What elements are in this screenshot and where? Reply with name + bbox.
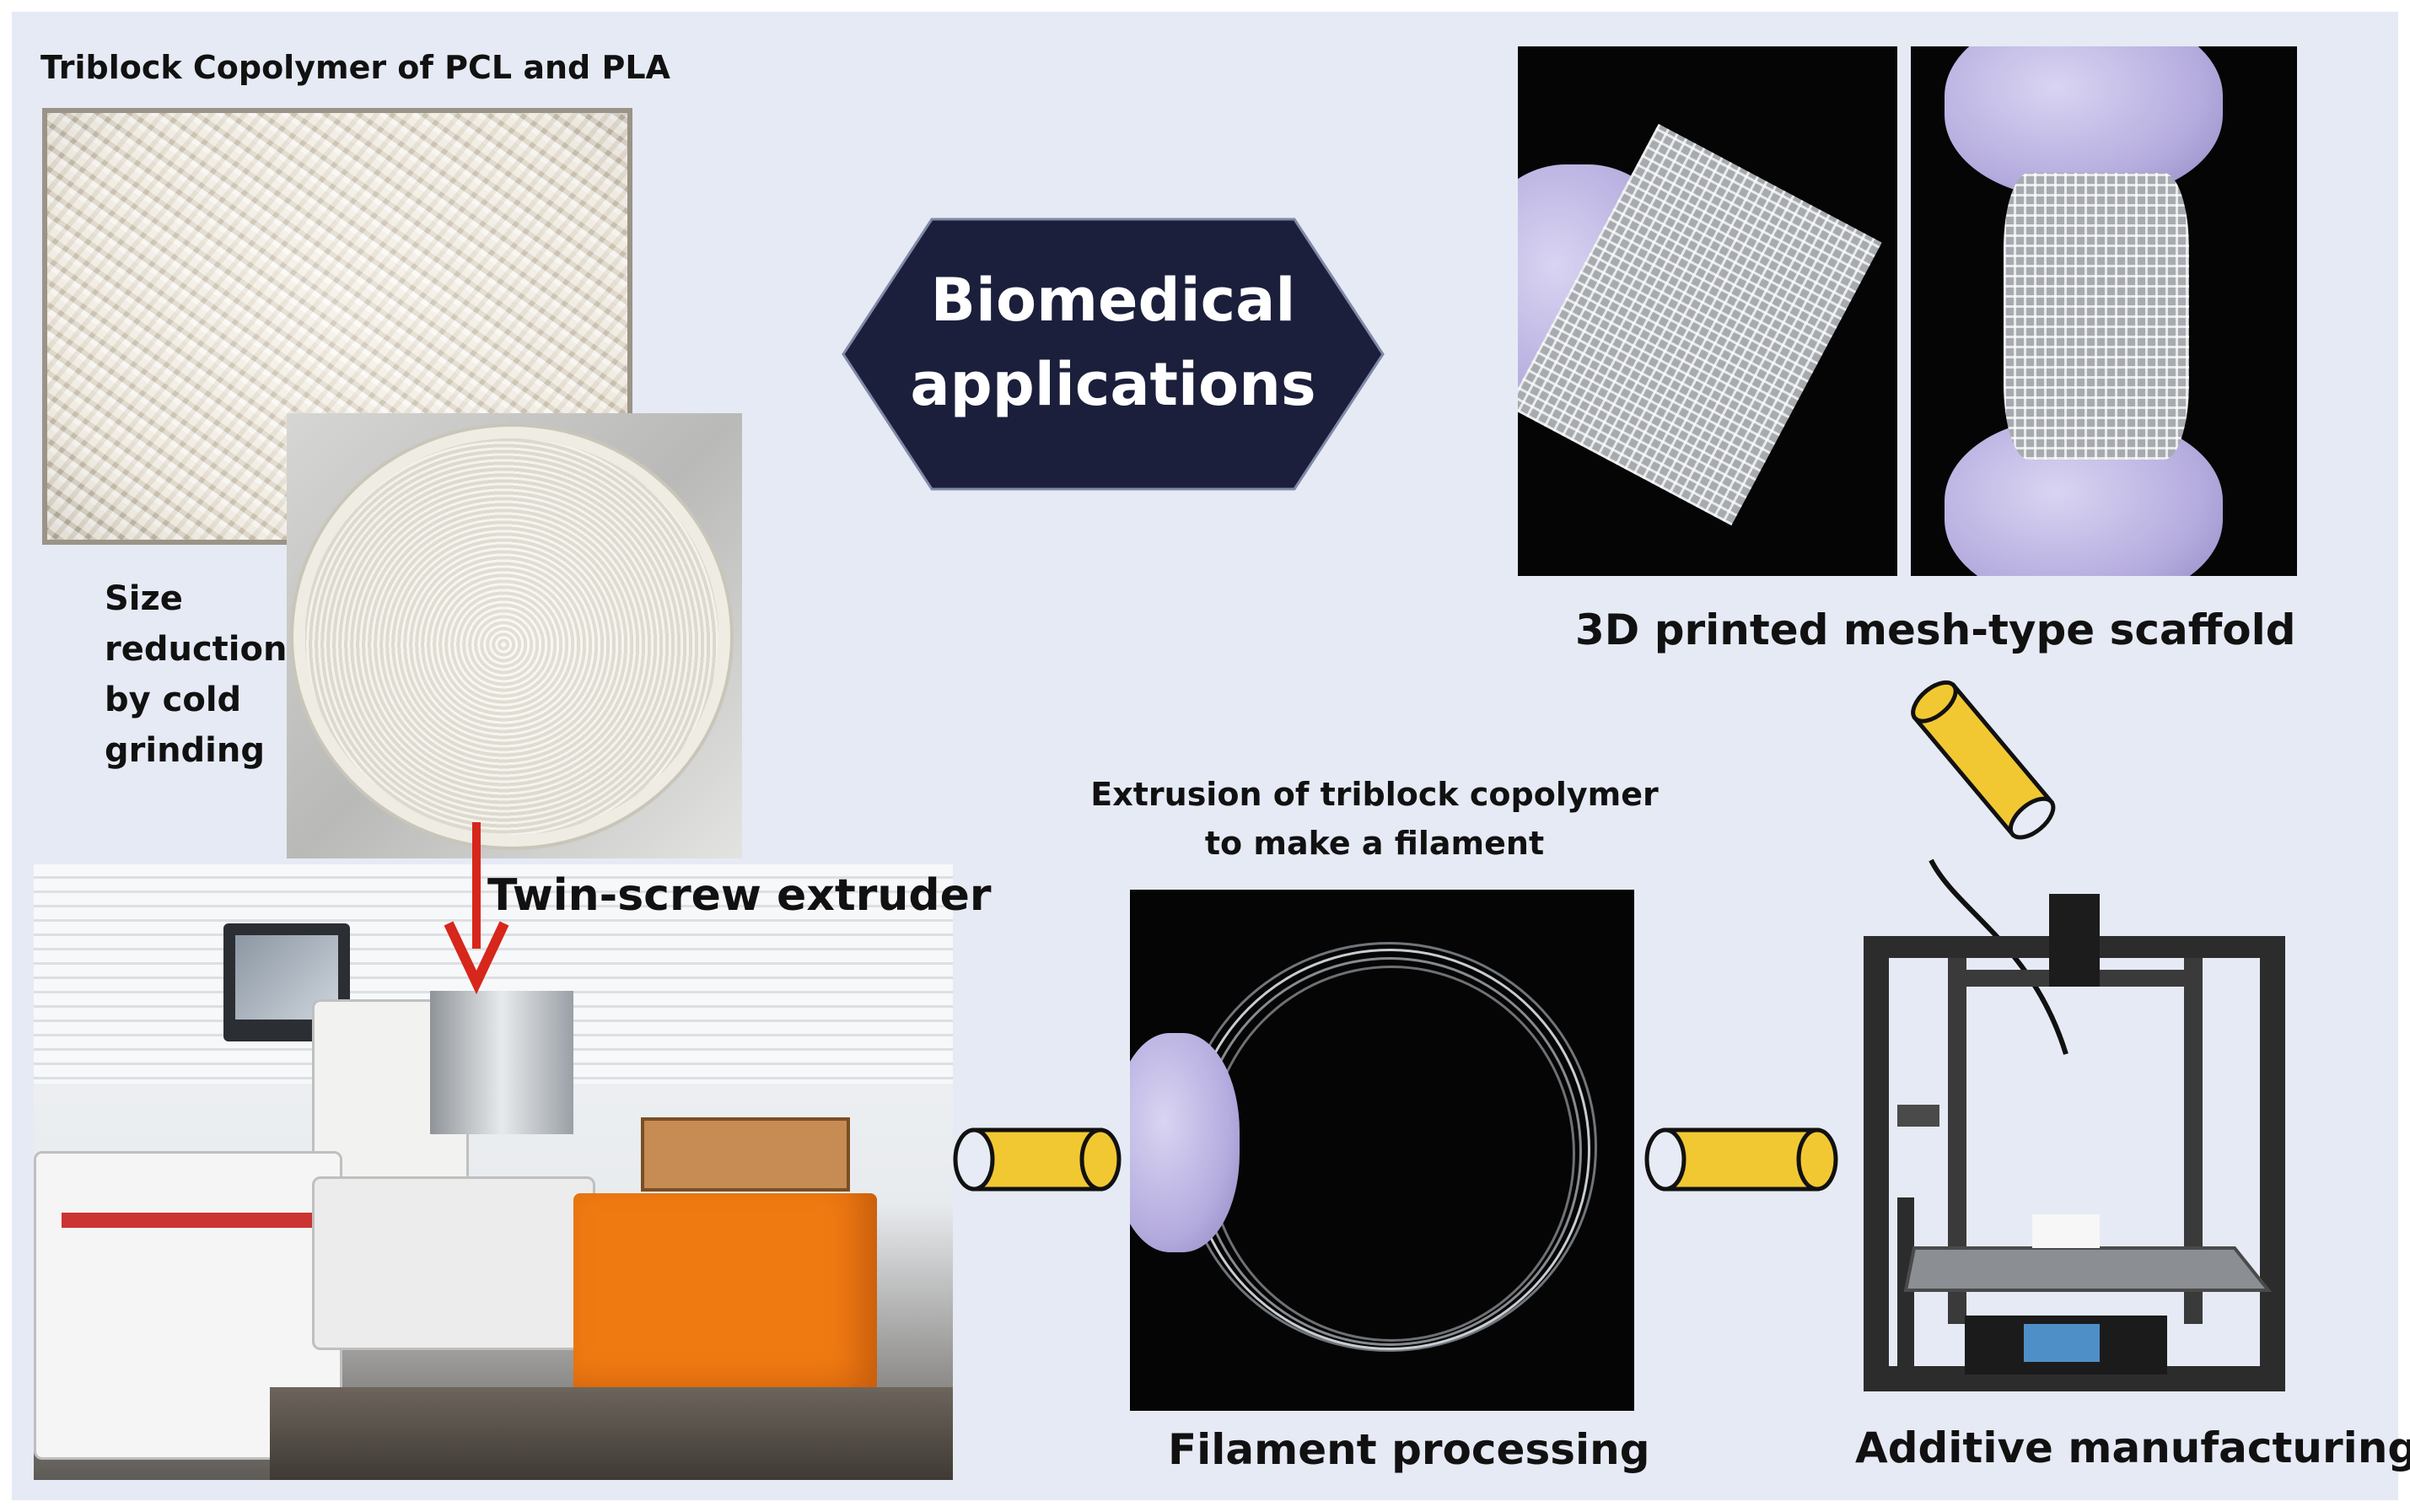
ground-powder-photo [287,413,742,858]
bent-scaffold-photo [1911,46,2297,576]
extruder-barrel [573,1193,877,1404]
bent-mesh [2004,173,2189,460]
extrusion-caption-line-2: to make a filament [1204,825,1545,862]
additive-manufacturing-label: Additive manufacturing [1855,1423,2410,1472]
size-reduction-line-1: Size [105,579,183,618]
powder-dish [305,439,718,835]
size-reduction-line-2: reduction [105,630,288,669]
twin-screw-extruder-photo [34,864,953,1480]
extruder-label: Twin-screw extruder [487,870,992,921]
size-reduction-line-3: by cold [105,681,242,719]
connector-filament-to-printer-icon [1644,1127,1838,1192]
feeder-body [312,1176,595,1350]
filament-coil-photo [1130,890,1634,1411]
mat-top [641,1117,850,1192]
extrusion-caption-line-1: Extrusion of triblock copolymer [1090,776,1659,813]
biomedical-hexagon [842,218,1385,491]
red-down-arrow-icon [444,822,509,995]
raw-material-label: Triblock Copolymer of PCL and PLA [40,49,670,86]
hopper [430,991,573,1134]
hexagon-line-1: Biomedical [930,266,1296,335]
flat-scaffold-photo [1518,46,1897,576]
connector-extruder-to-filament-icon [953,1127,1122,1192]
3d-printer-illustration [1864,858,2285,1391]
diagonal-connector-icon [1911,680,2056,840]
hexagon-line-2: applications [910,350,1316,419]
size-reduction-line-4: grinding [105,731,265,770]
scaffold-label: 3D printed mesh-type scaffold [1575,605,2296,654]
size-reduction-label: Size reduction by cold grinding [105,573,287,776]
filament-label: Filament processing [1168,1425,1650,1474]
workbench [270,1387,953,1480]
glove-holding-filament [1130,1033,1240,1252]
